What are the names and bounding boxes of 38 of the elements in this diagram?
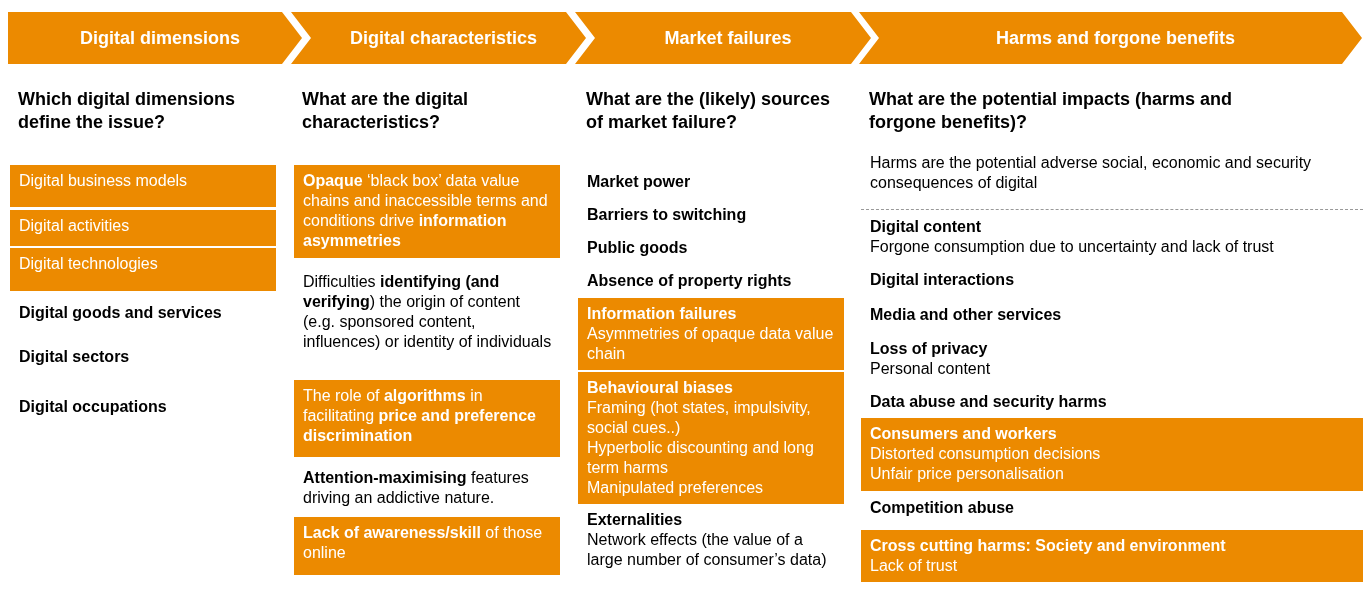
item-heading: Market power <box>587 172 692 192</box>
item-heading: Absence of property rights <box>587 271 793 291</box>
item-heading: Digital interactions <box>870 270 1016 290</box>
banner-title: Digital characteristics <box>348 26 538 50</box>
item-heading: Barriers to switching <box>587 205 748 225</box>
column-question: What are the digital characteristics? <box>302 88 470 134</box>
item-heading: Digital occupations <box>19 397 168 417</box>
item-heading: Public goods <box>587 238 689 258</box>
banner-title: Market failures <box>663 26 792 50</box>
highlight-box: Lack of awareness/skill of those online <box>294 517 560 575</box>
item-text: Difficulties identifying (and verifying) the origin of content (e.g. sponsored content, influences) or identity of individuals <box>303 272 553 352</box>
highlight-box: Consumers and workers Distorted consumption decisions Unfair price personalisation <box>861 418 1363 491</box>
item-text: Attention-maximising features driving an addictive nature. <box>303 468 530 508</box>
highlight-box: Cross cutting harms: Society and environment Lack of trust <box>861 530 1363 582</box>
banner-title: Harms and forgone benefits <box>994 26 1235 50</box>
highlight-box: Digital activities <box>10 210 276 246</box>
highlight-box: Digital technologies <box>10 248 276 291</box>
highlight-box: The role of algorithms in facilitating price and preference discrimination <box>294 380 560 457</box>
item-heading: Digital sectors <box>19 347 131 367</box>
item-heading: Data abuse and security harms <box>870 392 1108 412</box>
item-text: Harms are the potential adverse social, economic and security consequences of digital <box>870 153 1313 193</box>
column-question: What are the potential impacts (harms and forgone benefits)? <box>869 88 1234 134</box>
item-heading: Externalities <box>587 510 684 530</box>
highlight-box: Opaque ‘black box’ data value chains and inaccessible terms and conditions drive information asymmetries <box>294 165 560 258</box>
banner-title: Digital dimensions <box>79 26 240 50</box>
item-text: Personal content <box>870 359 992 379</box>
item-heading: Media and other services <box>870 305 1063 325</box>
item-heading: Digital content <box>870 217 983 237</box>
highlight-box: Behavioural biases Framing (hot states, impulsivity, social cues..) Hyperbolic discounting and long term harms Manipulated preferences <box>578 372 844 504</box>
highlight-box: Digital business models <box>10 165 276 207</box>
item-heading: Digital goods and services <box>19 303 223 323</box>
item-text: Forgone consumption due to uncertainty and lack of trust <box>870 237 1275 257</box>
item-heading: Loss of privacy <box>870 339 989 359</box>
item-text: Network effects (the value of a large number of consumer’s data) <box>587 530 828 570</box>
column-question: What are the (likely) sources of market failure? <box>586 88 832 134</box>
item-heading: Competition abuse <box>870 498 1015 518</box>
column-question: Which digital dimensions define the issue? <box>18 88 236 134</box>
highlight-box: Information failures Asymmetries of opaque data value chain <box>578 298 844 370</box>
